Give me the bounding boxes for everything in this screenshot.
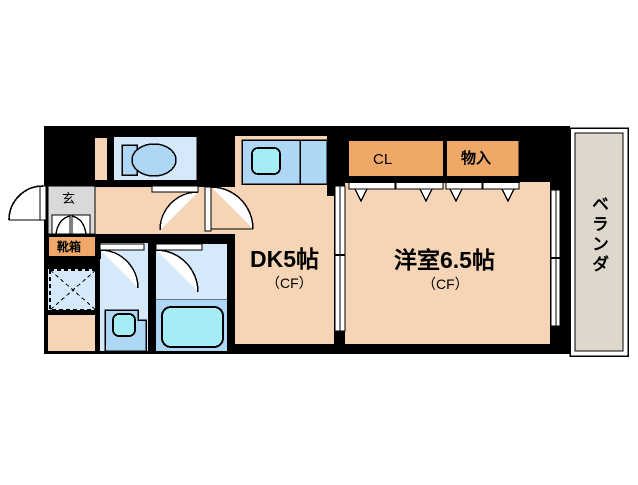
- veranda: [569, 127, 629, 357]
- washbasin-icon: [112, 313, 136, 337]
- closet-cl-label: CL: [373, 151, 393, 168]
- lower-left-storage: [48, 313, 100, 351]
- western-room-floor: [345, 182, 550, 344]
- entrance-door[interactable]: [8, 185, 47, 221]
- dk-to-room-sliding-door[interactable]: [334, 185, 346, 332]
- toilet-door[interactable]: [151, 185, 199, 231]
- dk-room-label: DK5帖: [250, 246, 320, 272]
- shoe-box-label: 靴箱: [57, 240, 82, 254]
- kitchen-counter: [241, 139, 328, 185]
- closet-monoire-block: [445, 139, 520, 183]
- western-room-flooring-label: （CF）: [422, 276, 469, 292]
- veranda-label: ベランダ: [589, 195, 608, 275]
- genkan-label: 玄: [62, 191, 76, 206]
- toilet-bowl-icon: [131, 143, 177, 177]
- entry-strip: [95, 136, 107, 186]
- closet-cl-block: [347, 139, 445, 183]
- toilet-room: [112, 135, 198, 187]
- genkan-symbol: [47, 185, 96, 235]
- shoe-left-icon: [55, 215, 71, 235]
- western-room-label: 洋室6.5帖: [394, 247, 495, 273]
- closet-monoire-label: 物入: [461, 150, 492, 167]
- bath-door[interactable]: [151, 243, 203, 293]
- balcony-sliding-window[interactable]: [550, 189, 561, 327]
- veranda-floor: [574, 132, 624, 352]
- hall-door[interactable]: [204, 186, 254, 232]
- vanity: [104, 309, 147, 352]
- bathtub-icon: [161, 306, 224, 348]
- kitchen-sink-icon: [251, 147, 281, 175]
- shoe-right-icon: [71, 215, 87, 235]
- doors[interactable]: [8, 185, 254, 293]
- interior-walls: [44, 126, 570, 354]
- washroom-door[interactable]: [99, 243, 145, 289]
- dk-room-flooring-label: （CF）: [266, 275, 313, 291]
- closets: [347, 139, 520, 203]
